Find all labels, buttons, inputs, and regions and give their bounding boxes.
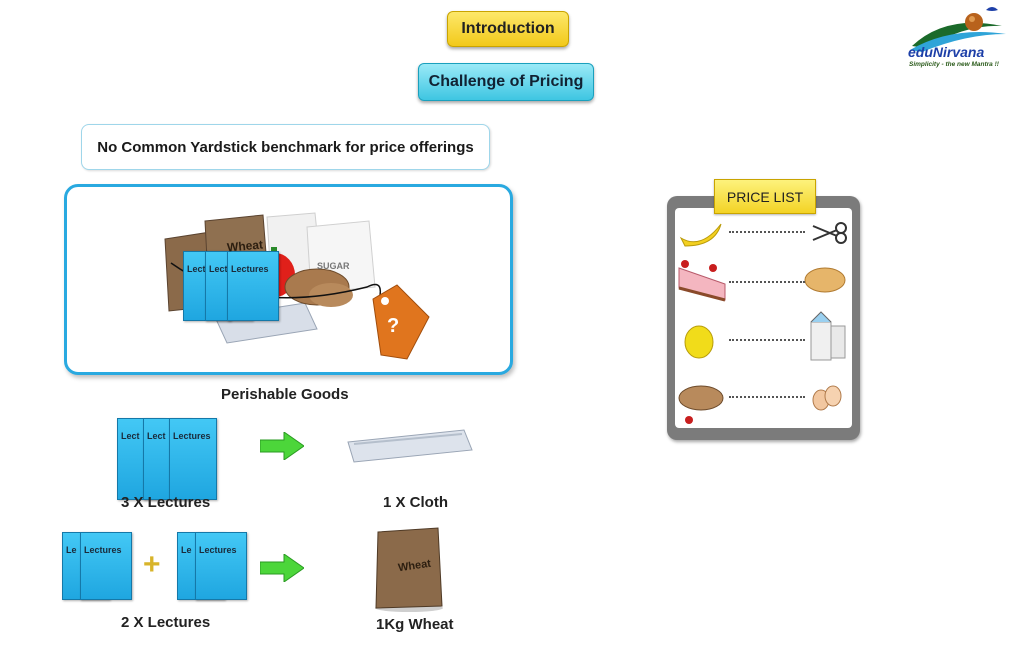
- price-row-divider: [729, 231, 805, 233]
- plus-icon: +: [143, 548, 161, 581]
- book: Lectures: [195, 532, 247, 600]
- one-kg-wheat-caption: 1Kg Wheat: [376, 616, 454, 633]
- wheat-sack-icon: [375, 527, 443, 612]
- three-lectures-caption: 3 X Lectures: [121, 494, 211, 511]
- book: Lectures: [169, 418, 217, 500]
- edunirvana-logo: [910, 7, 1006, 52]
- price-tag-question: ?: [387, 315, 400, 337]
- goods-illustration: [164, 212, 430, 360]
- arrow-right-icon: [260, 554, 304, 582]
- price-row-divider: [729, 339, 805, 341]
- price-list-title: PRICE LIST: [714, 179, 816, 214]
- one-cloth-caption: 1 X Cloth: [383, 494, 449, 511]
- book: Lectures: [80, 532, 132, 600]
- sugar-bag-label: SUGAR: [317, 261, 350, 271]
- logo-tagline: Simplicity - the new Mantra !!: [909, 61, 999, 68]
- perishable-goods-caption: Perishable Goods: [221, 386, 349, 403]
- price-list-card: [675, 208, 852, 428]
- book: Lectures: [227, 251, 279, 321]
- price-row-divider: [729, 396, 805, 398]
- cloth-icon: [347, 429, 473, 463]
- two-lectures-caption: 2 X Lectures: [121, 614, 211, 631]
- challenge-of-pricing-button[interactable]: Challenge of Pricing: [418, 63, 594, 101]
- scissors-icon: [812, 222, 847, 244]
- goods-illustration-panel: Lect Lect Lectures Wheat SUGAR ?: [64, 184, 513, 375]
- yardstick-statement: No Common Yardstick benchmark for price …: [81, 124, 490, 170]
- price-list-board: [667, 196, 860, 440]
- logo-wordmark: eduNirvana: [908, 44, 985, 60]
- arrow-right-icon: [260, 432, 304, 460]
- price-row-divider: [729, 281, 805, 283]
- introduction-button[interactable]: Introduction: [447, 11, 569, 47]
- price-list-items: [678, 222, 847, 424]
